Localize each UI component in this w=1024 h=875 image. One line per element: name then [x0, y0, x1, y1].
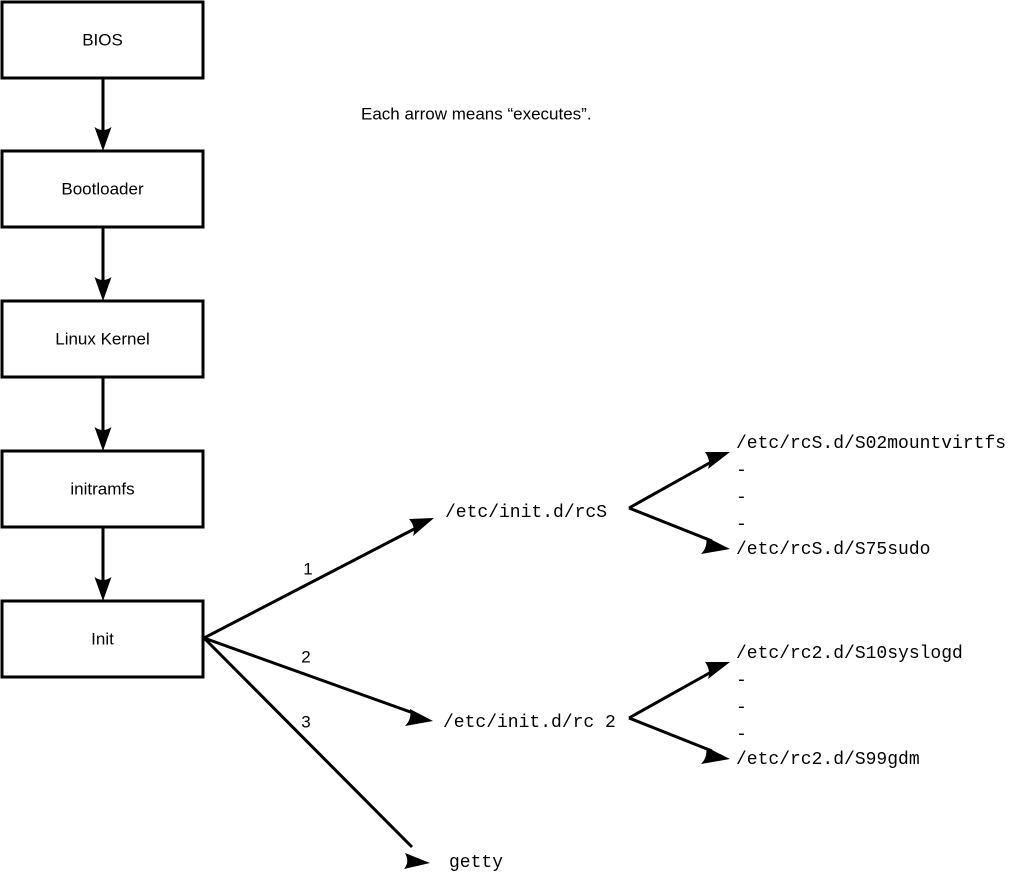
vertical-arrow-bios-to-bootloader — [94, 78, 112, 151]
rcs-fork-arrow-last — [628, 506, 730, 554]
rcs-ellipsis-dash-1: - — [736, 461, 747, 481]
node-initramfs[interactable]: initramfs — [0, 449, 205, 529]
init-branch-number-1: 1 — [303, 559, 312, 578]
node-init[interactable]: Init — [0, 599, 205, 679]
rc2-ellipsis-dash-1: - — [736, 671, 747, 691]
vertical-arrow-bootloader-to-kernel — [94, 228, 112, 301]
init-branch-arrow-2: 2 — [203, 636, 433, 726]
diagram-caption: Each arrow means “executes”. — [361, 104, 592, 123]
node-initramfs-label: initramfs — [70, 479, 134, 498]
rc2-script-last: /etc/rc2.d/S99gdm — [736, 750, 920, 770]
branch-label-init-d-rc2: /etc/init.d/rc 2 — [443, 713, 616, 733]
rc2-fork-arrow-first — [628, 662, 730, 720]
rcs-script-first: /etc/rcS.d/S02mountvirtfs — [736, 434, 1006, 454]
node-bootloader-label: Bootloader — [61, 179, 144, 198]
node-linux-kernel[interactable]: Linux Kernel — [0, 299, 205, 379]
rcs-fork-arrow-first — [628, 452, 730, 510]
rc2-ellipsis-dash-2: - — [736, 698, 747, 718]
init-branch-number-3: 3 — [301, 712, 310, 731]
rcs-script-last: /etc/rcS.d/S75sudo — [736, 540, 930, 560]
node-bios[interactable]: BIOS — [0, 0, 205, 80]
rc2-ellipsis-dash-3: - — [736, 725, 747, 745]
rcs-ellipsis-dash-2: - — [736, 488, 747, 508]
rc2-script-first: /etc/rc2.d/S10syslogd — [736, 644, 963, 664]
init-branch-arrow-3: 3 — [202, 636, 430, 869]
node-bios-label: BIOS — [82, 30, 123, 49]
vertical-arrow-kernel-to-initramfs — [94, 378, 112, 451]
rc2-fork-arrow-last — [628, 716, 730, 764]
branch-label-getty: getty — [449, 853, 503, 873]
node-bootloader[interactable]: Bootloader — [0, 149, 205, 229]
branch-label-init-d-rcs: /etc/init.d/rcS — [445, 503, 607, 523]
rcs-ellipsis-dash-3: - — [736, 515, 747, 535]
init-branch-arrow-1: 1 — [203, 518, 434, 640]
node-init-label: Init — [91, 629, 114, 648]
node-linux-kernel-label: Linux Kernel — [55, 329, 150, 348]
init-branch-number-2: 2 — [301, 647, 310, 666]
vertical-arrow-initramfs-to-init — [94, 528, 112, 601]
